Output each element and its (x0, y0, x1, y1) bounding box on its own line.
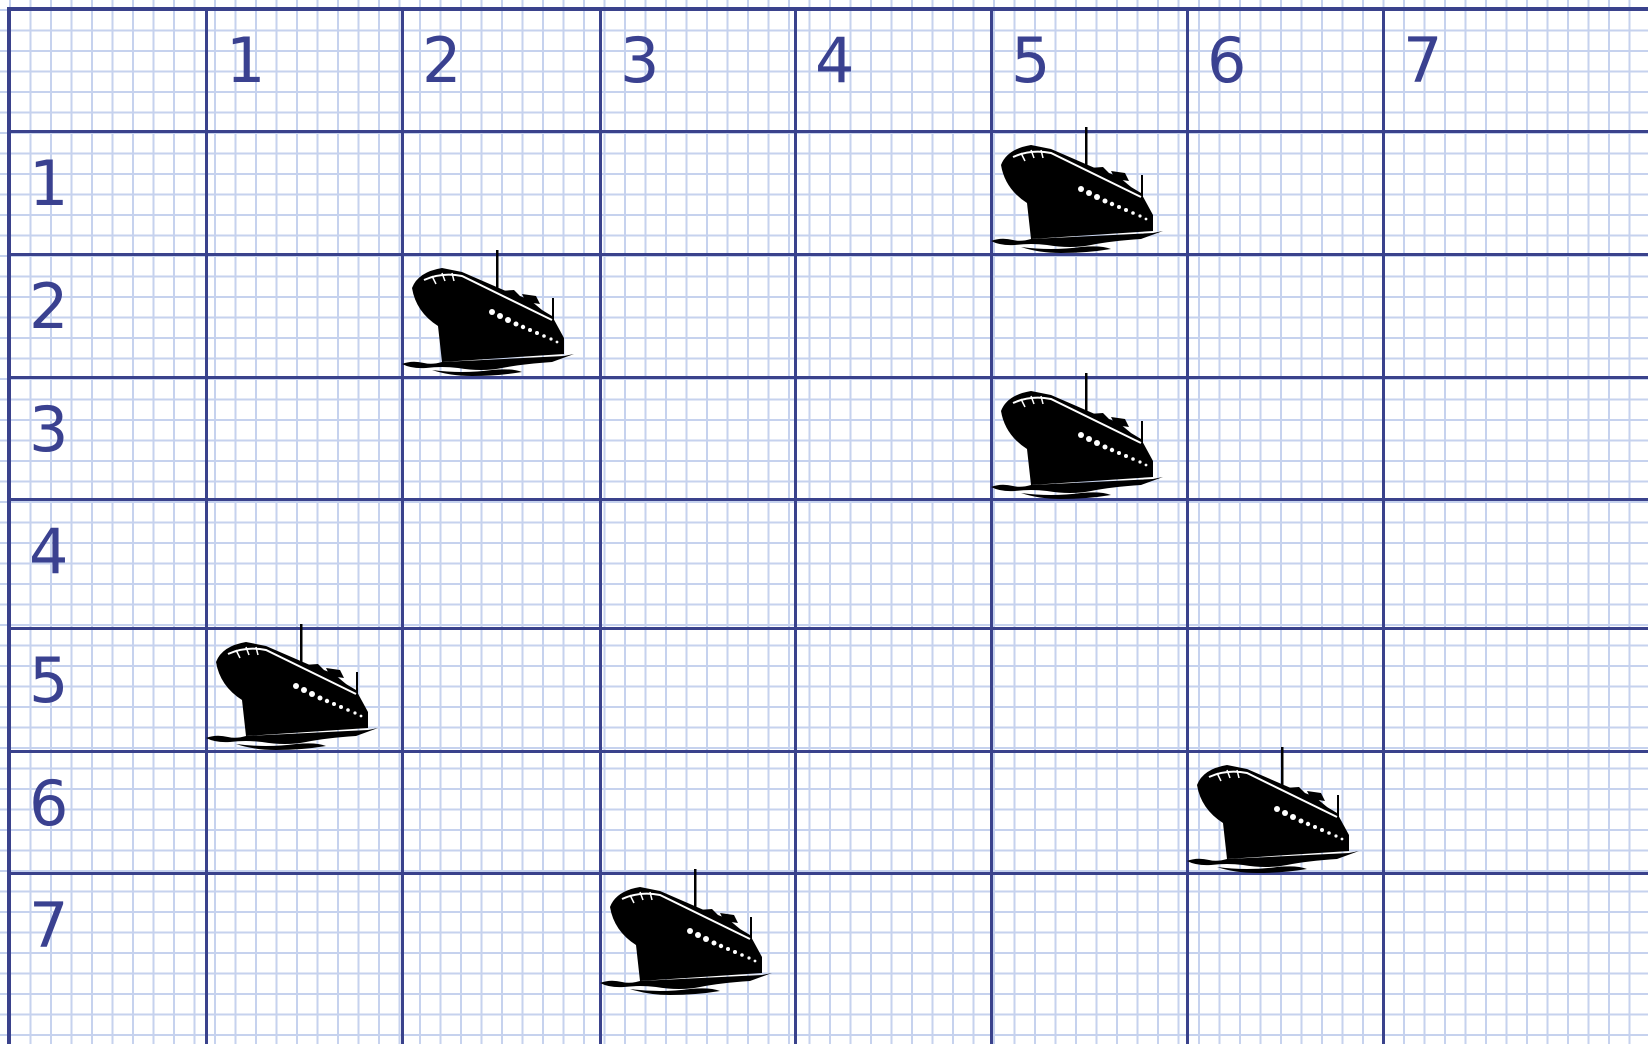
grid-row-line (9, 498, 1648, 501)
column-label: 4 (815, 30, 854, 92)
grid-row-line (9, 130, 1648, 133)
row-label: 3 (29, 399, 68, 461)
row-label: 1 (29, 153, 68, 215)
column-label: 2 (422, 30, 461, 92)
cruise-ship-icon[interactable] (402, 250, 578, 378)
cruise-ship-icon[interactable] (991, 127, 1167, 255)
cruise-ship-icon[interactable] (991, 373, 1167, 501)
column-label: 3 (620, 30, 659, 92)
grid-border-top (9, 7, 1648, 11)
grid-column-line (205, 9, 208, 1044)
row-label: 2 (29, 276, 68, 338)
row-label: 5 (29, 650, 68, 712)
grid-row-line (9, 872, 1648, 875)
column-label: 7 (1403, 30, 1442, 92)
row-label: 7 (29, 895, 68, 957)
grid-column-line (1186, 9, 1189, 1044)
column-label: 6 (1207, 30, 1246, 92)
row-label: 4 (29, 521, 68, 583)
row-label: 6 (29, 773, 68, 835)
cruise-ship-icon[interactable] (1187, 747, 1363, 875)
column-label: 5 (1011, 30, 1050, 92)
grid-row-line (9, 253, 1648, 256)
grid-border-left (7, 7, 11, 1044)
cruise-ship-icon[interactable] (206, 624, 382, 752)
grid-column-line (401, 9, 404, 1044)
grid-column-line (1382, 9, 1385, 1044)
grid-column-line (794, 9, 797, 1044)
column-label: 1 (226, 30, 265, 92)
grid-row-line (9, 376, 1648, 379)
cruise-ship-icon[interactable] (600, 869, 776, 997)
